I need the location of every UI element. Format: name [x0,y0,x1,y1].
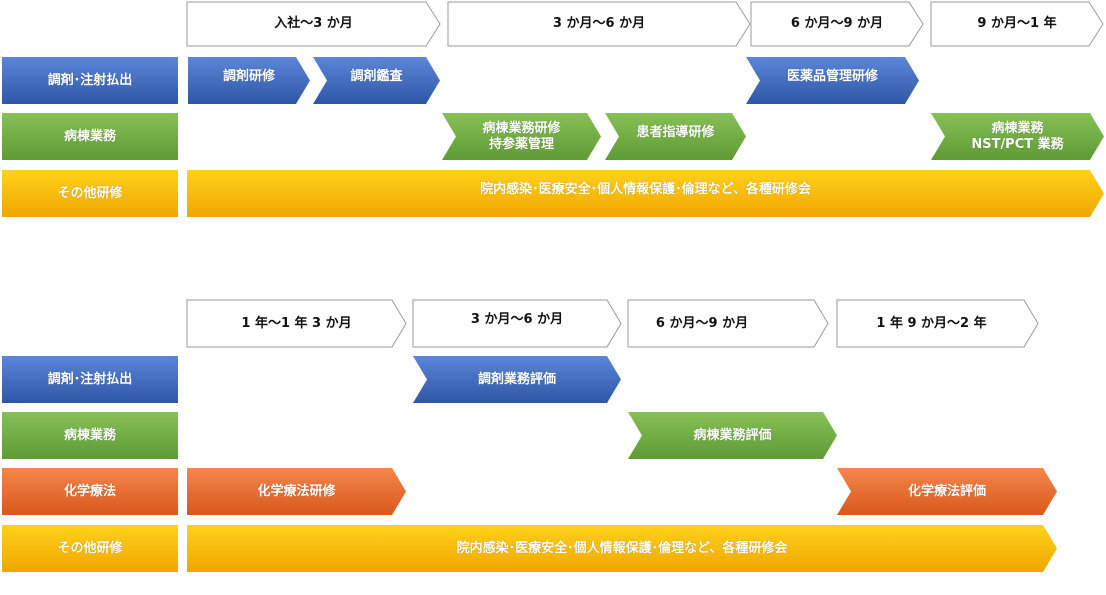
s1-bar-ward-nst-label: 病棟業務 NST/PCT 業務 [971,120,1064,152]
s2-bar-chemo-evaluation: 化学療法評価 [837,468,1057,515]
s1-bar-other-training-label: 院内感染･医療安全･個人情報保護･倫理など、各種研修会 [480,181,811,197]
s1-header-0-label: 入社～3 か月 [274,16,353,31]
s1-bar-dispensing-training-label: 調剤研修 [222,68,275,84]
s2-header-3-shape [836,299,1039,348]
s1-bar-dispensing-audit-shape [313,57,440,104]
s2-header-1: 3 か月～6 か月 [412,299,622,348]
s1-bar-dispensing-audit-label: 調剤鑑査 [350,68,403,84]
s1-bar-other-training-shape [187,170,1104,217]
s2-header-1-label: 3 か月～6 か月 [470,311,564,327]
s1-category-other-shape [2,170,178,217]
s1-category-other: その他研修 [2,170,178,217]
s2-header-2-shape [627,299,829,348]
s1-bar-ward-training-label: 病棟業務研修 持参薬管理 [482,120,561,152]
s2-category-chemotherapy: 化学療法 [2,468,178,515]
s2-bar-ward-evaluation: 病棟業務評価 [628,412,837,459]
s1-bar-other-training: 院内感染･医療安全･個人情報保護･倫理など、各種研修会 [187,170,1104,217]
s1-header-3-shape [930,1,1104,47]
s2-header-2-label: 6 か月～9 か月 [655,315,749,331]
s1-header-2-label: 6 か月～9 か月 [790,16,884,31]
s2-category-chemotherapy-label: 化学療法 [63,483,116,499]
s2-category-other-shape [2,525,178,572]
s1-header-0: 入社～3 か月 [186,1,441,47]
s1-category-dispensing-label: 調剤･注射払出 [47,72,133,88]
s1-header-2: 6 か月～9 か月 [750,1,924,47]
s1-category-ward: 病棟業務 [2,113,178,160]
s1-header-0-shape [186,1,441,47]
s2-header-3: 1 年 9 か月～2 年 [836,299,1039,348]
s1-category-ward-label: 病棟業務 [63,128,116,144]
s1-category-ward-shape [2,113,178,160]
s1-header-3: 9 か月～1 年 [930,1,1104,47]
s1-category-dispensing: 調剤･注射払出 [2,57,178,104]
s1-bar-drug-management-label: 医薬品管理研修 [786,68,878,84]
s2-category-other-label: その他研修 [57,540,123,556]
s2-bar-dispensing-evaluation: 調剤業務評価 [413,356,621,403]
s1-header-1: 3 か月～6 か月 [447,1,751,47]
s2-bar-chemo-training-shape [187,468,406,515]
s2-bar-chemo-evaluation-label: 化学療法評価 [907,483,986,499]
s1-bar-ward-nst: 病棟業務 NST/PCT 業務 [931,113,1104,160]
s1-bar-patient-guidance-label: 患者指導研修 [636,124,715,140]
s2-header-2: 6 か月～9 か月 [627,299,829,348]
s1-bar-dispensing-training: 調剤研修 [188,57,310,104]
s1-bar-patient-guidance-shape [605,113,746,160]
s2-header-0: 1 年～1 年 3 か月 [186,299,407,348]
s2-bar-other-training-shape [187,525,1057,572]
s1-bar-ward-training-shape [442,113,601,160]
s1-bar-dispensing-training-shape [188,57,310,104]
s2-category-dispensing-shape [2,356,178,403]
s1-header-1-shape [447,1,751,47]
s1-category-dispensing-shape [2,57,178,104]
s2-bar-chemo-training: 化学療法研修 [187,468,406,515]
s2-category-ward: 病棟業務 [2,412,178,459]
s2-category-chemotherapy-shape [2,468,178,515]
s1-bar-drug-management: 医薬品管理研修 [746,57,919,104]
s2-header-0-label: 1 年～1 年 3 か月 [241,315,352,331]
s2-category-other: その他研修 [2,525,178,572]
s1-bar-dispensing-audit: 調剤鑑査 [313,57,440,104]
s1-header-1-label: 3 か月～6 か月 [552,16,646,31]
s1-bar-ward-nst-shape [931,113,1104,160]
s2-category-dispensing: 調剤･注射払出 [2,356,178,403]
s2-bar-chemo-evaluation-shape [837,468,1057,515]
s1-header-2-shape [750,1,924,47]
s2-category-ward-shape [2,412,178,459]
s1-header-3-label: 9 か月～1 年 [977,16,1057,31]
s1-bar-drug-management-shape [746,57,919,104]
s2-bar-ward-evaluation-label: 病棟業務評価 [693,427,772,443]
s2-bar-dispensing-evaluation-shape [413,356,621,403]
s2-category-dispensing-label: 調剤･注射払出 [47,371,133,387]
s1-bar-ward-training: 病棟業務研修 持参薬管理 [442,113,601,160]
s2-bar-chemo-training-label: 化学療法研修 [257,483,336,499]
s2-bar-other-training: 院内感染･医療安全･個人情報保護･倫理など、各種研修会 [187,525,1057,572]
s2-header-3-label: 1 年 9 か月～2 年 [876,315,987,331]
s1-bar-patient-guidance: 患者指導研修 [605,113,746,160]
s2-bar-ward-evaluation-shape [628,412,837,459]
s2-header-1-shape [412,299,622,348]
s1-category-other-label: その他研修 [57,185,123,201]
s2-bar-dispensing-evaluation-label: 調剤業務評価 [477,371,556,387]
s2-header-0-shape [186,299,407,348]
s2-bar-other-training-label: 院内感染･医療安全･個人情報保護･倫理など、各種研修会 [456,540,788,556]
s2-category-ward-label: 病棟業務 [63,427,116,443]
